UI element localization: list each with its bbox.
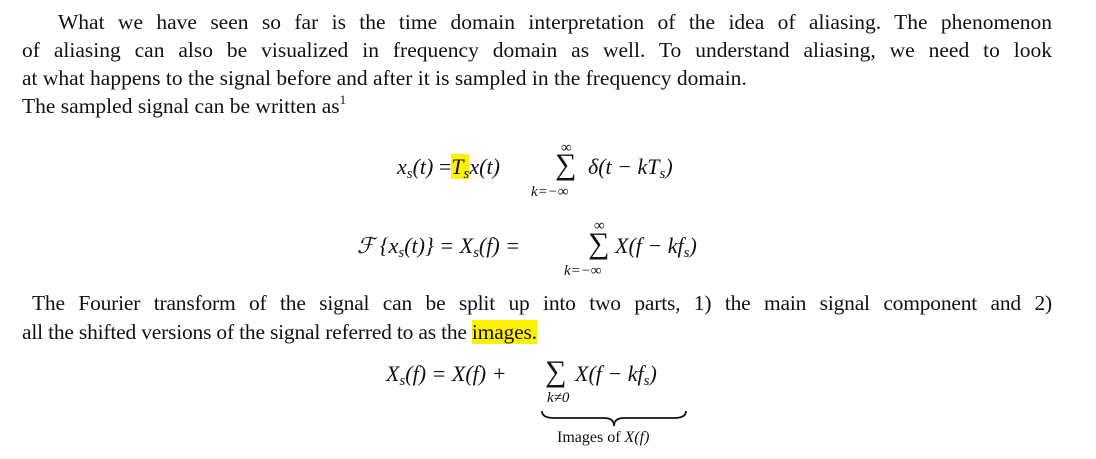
eq3-images-sub: s <box>643 373 650 389</box>
eq2-summand: X(f − kfs) <box>615 233 697 262</box>
eq2-sum-upper: ∞ <box>594 218 605 234</box>
eq1-arg: (t) <box>412 154 434 179</box>
eq1-sum-upper: ∞ <box>561 140 572 156</box>
eq3-X: X <box>386 361 400 386</box>
eq1-sum-lower: k=−∞ <box>531 184 569 200</box>
eq1-delta-sub: s <box>659 166 666 182</box>
eq2-sum-icon: ∑ <box>588 227 609 261</box>
equation2-lhs: ℱ {xs(t)} = Xs(f) = <box>357 233 520 262</box>
sum-icon: ∑ <box>545 355 567 388</box>
eq2-X-sub: s <box>683 245 690 261</box>
equation3-lhs: Xs(f) = X(f) + <box>386 361 506 390</box>
eq3-X-sub: s <box>399 373 406 389</box>
eq3-images-X: X(f − kf <box>575 361 644 386</box>
eq2-sum-lower: k=−∞ <box>564 263 602 279</box>
eq2-X: X(f − kf <box>615 233 684 258</box>
eq1-equals: = <box>438 154 452 179</box>
fourier-line-2: all the shifted versions of the signal r… <box>22 318 1052 347</box>
eq2-lhs-sub: s <box>398 245 405 261</box>
eq1-T-sub: s <box>463 166 470 182</box>
eq2-lhs-close: (t)} = X <box>404 233 474 258</box>
footnote-mark[interactable]: 1 <box>339 92 347 107</box>
eq2-mid-close: (f) = <box>478 233 521 258</box>
eq3-images-close: ) <box>649 361 657 386</box>
eq3-summand: X(f − kfs) <box>575 361 657 390</box>
sum-icon: ∑ <box>588 227 610 260</box>
fourier-line-2-text: all the shifted versions of the signal r… <box>22 320 472 344</box>
eq2-mid-sub: s <box>473 245 479 261</box>
intro-line-2: of aliasing can also be visualized in fr… <box>22 38 1052 62</box>
eq1-term: x(t) <box>469 154 500 179</box>
eq3-sum-icon: ∑ <box>545 355 566 389</box>
highlighted-images-word: images. <box>471 320 537 344</box>
fourier-operator: ℱ <box>357 233 375 258</box>
eq1-x-sub: s <box>406 166 413 182</box>
eq3-rest: (f) = X(f) + <box>405 361 507 386</box>
fourier-line-1: The Fourier transform of the signal can … <box>32 291 1052 315</box>
underbrace-icon <box>541 410 687 427</box>
intro-paragraph: What we have seen so far is the time dom… <box>22 8 1052 120</box>
brace-label-math: X(f) <box>624 429 650 446</box>
eq1-sum-icon: ∑ <box>555 148 576 182</box>
equation1-lhs: xs(t) =Tsx(t) <box>397 154 500 183</box>
eq1-x: x <box>397 154 407 179</box>
intro-line-3: at what happens to the signal before and… <box>22 66 747 90</box>
fourier-paragraph: The Fourier transform of the signal can … <box>22 289 1052 347</box>
highlighted-Ts: Ts <box>451 154 470 182</box>
intro-line-1: What we have seen so far is the time dom… <box>58 10 1052 34</box>
eq3-sum-lower: k≠0 <box>547 390 570 406</box>
intro-line-4-text: The sampled signal can be written as <box>22 94 340 118</box>
brace-label-text: Images of <box>557 429 625 446</box>
sum-icon: ∑ <box>555 148 577 181</box>
eq1-T: T <box>451 154 464 179</box>
eq1-delta-close: ) <box>665 154 673 179</box>
intro-line-4: The sampled signal can be written as1 <box>22 92 1052 120</box>
eq1-delta: δ(t − kT <box>588 154 660 179</box>
eq2-lhs: {x <box>379 233 399 258</box>
eq2-X-close: ) <box>689 233 697 258</box>
eq1-summand: δ(t − kTs) <box>588 154 673 183</box>
underbrace-label: Images of X(f) <box>557 429 649 447</box>
